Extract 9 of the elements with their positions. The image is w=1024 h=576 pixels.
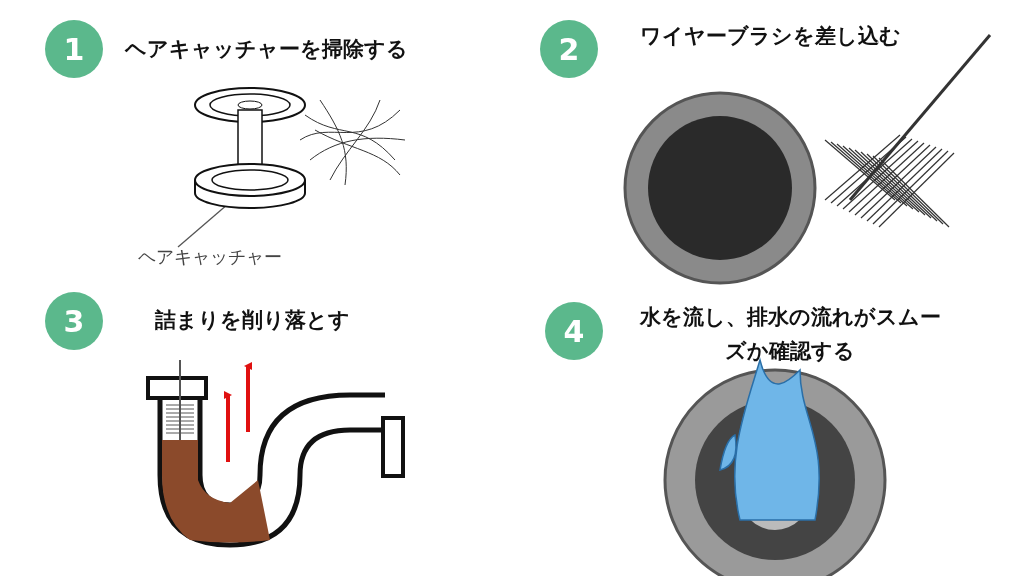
step-number-circle: 1 xyxy=(45,20,103,78)
step-number-circle: 3 xyxy=(45,292,103,350)
step-number-circle: 4 xyxy=(545,302,603,360)
part-label: ヘアキャッチャー xyxy=(138,245,282,269)
step-number-circle: 2 xyxy=(540,20,598,78)
step-heading: 水を流し、排水の流れがスムーズか確認する xyxy=(638,304,942,365)
step-heading: ヘアキャッチャーを掃除する xyxy=(125,36,408,63)
step-heading: ワイヤーブラシを差し込む xyxy=(640,23,901,50)
step-heading: 詰まりを削り落とす xyxy=(155,307,350,334)
